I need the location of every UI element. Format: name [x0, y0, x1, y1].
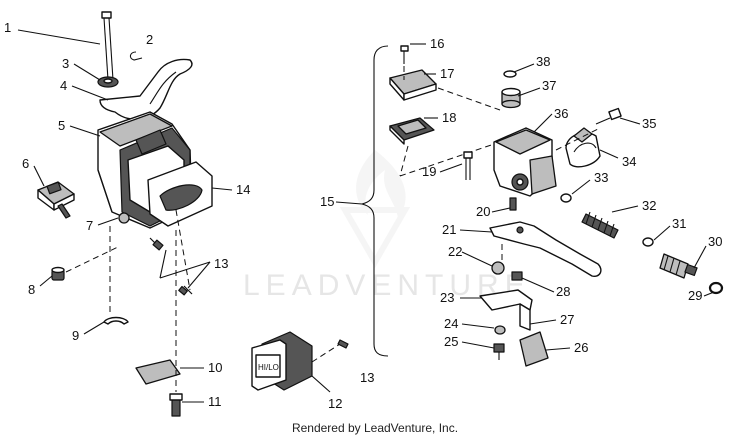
callout-37: 37	[542, 78, 556, 93]
handlebar-clamp-part	[565, 127, 601, 168]
retaining-clip-part	[103, 316, 129, 325]
master-cylinder-part	[493, 127, 557, 197]
callout-10: 10	[208, 360, 222, 375]
callout-11: 11	[208, 394, 222, 409]
grommet-part	[51, 266, 65, 281]
lever-nut-part	[511, 271, 523, 281]
callout-36: 36	[554, 106, 568, 121]
brake-light-switch-part	[659, 253, 698, 279]
bracket-screw-part	[493, 343, 505, 360]
callout-16: 16	[430, 36, 444, 51]
callout-8: 8	[28, 282, 35, 297]
callout-24: 24	[444, 316, 458, 331]
callout-25: 25	[444, 334, 458, 349]
washer-part	[494, 325, 506, 335]
cover-plate-part	[135, 359, 181, 385]
pivot-pin-part	[509, 197, 517, 211]
master-cylinder-cover-part	[389, 69, 437, 101]
cover-part	[147, 161, 213, 227]
callout-34: 34	[622, 154, 636, 169]
callout-27: 27	[560, 312, 574, 327]
hi-lo-switch-part: HI/LO	[251, 331, 313, 391]
nut-part	[118, 212, 130, 224]
callout-28: 28	[556, 284, 570, 299]
return-spring-part	[581, 211, 619, 239]
callout-23: 23	[440, 290, 454, 305]
bushing-part	[491, 261, 505, 275]
hi-lo-switch-legend: HI/LO	[258, 363, 279, 372]
callout-26: 26	[574, 340, 588, 355]
callout-5: 5	[58, 118, 65, 133]
bottom-bolt-part	[169, 393, 183, 417]
group-bracket	[361, 45, 389, 357]
clip-part	[129, 51, 143, 61]
callout-20: 20	[476, 204, 490, 219]
callout-30: 30	[708, 234, 722, 249]
callout-15: 15	[320, 194, 334, 209]
callout-4: 4	[60, 78, 67, 93]
callout-3: 3	[62, 56, 69, 71]
callout-13-bottom: 13	[360, 370, 374, 385]
reservoir-cap-part	[501, 87, 521, 109]
callout-19: 19	[422, 164, 436, 179]
callout-21: 21	[442, 222, 456, 237]
callout-33: 33	[594, 170, 608, 185]
o-ring-part	[503, 70, 517, 78]
callout-14: 14	[236, 182, 250, 197]
callout-18: 18	[442, 110, 456, 125]
clamp-screw-part	[595, 107, 622, 125]
callout-9: 9	[72, 328, 79, 343]
brake-lever-part	[489, 221, 602, 278]
screw-part	[400, 45, 409, 64]
screw-part	[149, 237, 193, 296]
watermark-text: LEADVENTURE	[243, 269, 531, 302]
callout-2: 2	[146, 32, 153, 47]
callout-22: 22	[448, 244, 462, 259]
lever-guard-part	[519, 331, 549, 367]
callout-31: 31	[672, 216, 686, 231]
bolt-part	[101, 11, 114, 81]
diaphragm-part	[389, 117, 435, 145]
screw-part	[337, 339, 349, 349]
callout-6: 6	[22, 156, 29, 171]
washer-part	[560, 193, 572, 203]
rendered-by-credit: Rendered by LeadVenture, Inc.	[291, 421, 459, 435]
callout-7: 7	[86, 218, 93, 233]
callout-38: 38	[536, 54, 550, 69]
callout-29: 29	[688, 288, 702, 303]
kill-switch-part	[37, 181, 75, 219]
callout-1: 1	[4, 20, 11, 35]
o-ring-part	[708, 281, 724, 295]
callout-17: 17	[440, 66, 454, 81]
callout-13-left: 13	[214, 256, 228, 271]
switch-plate-part	[519, 303, 531, 331]
callout-32: 32	[642, 198, 656, 213]
callout-35: 35	[642, 116, 656, 131]
mounting-bolt-part	[463, 151, 473, 180]
callout-12: 12	[328, 396, 342, 411]
watermark-logo	[339, 150, 411, 269]
washer-part	[642, 237, 654, 247]
throttle-lever-part	[99, 58, 193, 120]
